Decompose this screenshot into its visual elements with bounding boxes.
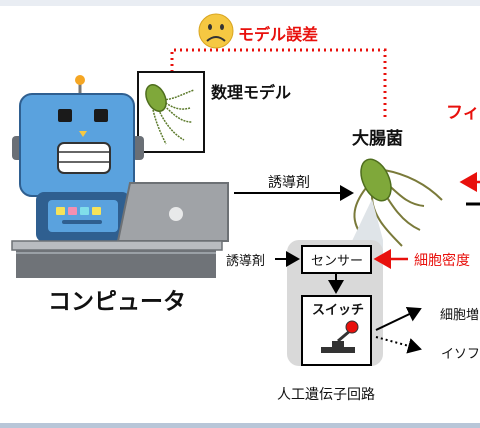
joystick-icon: [321, 320, 359, 353]
computer-label: コンピュータ: [48, 289, 186, 315]
math-model-label: 数理モデル: [211, 83, 292, 102]
inducer-top-label: 誘導剤: [268, 175, 310, 191]
ecoli-label: 大腸菌: [352, 129, 403, 149]
robot-computer-illustration: [12, 75, 144, 242]
sensor-box: [301, 245, 372, 274]
laptop-illustration: [11, 182, 229, 278]
sensor-label: センサー: [311, 254, 364, 269]
inducer-left-label: 誘導剤: [226, 254, 266, 269]
top-window-strip: [0, 0, 480, 6]
growth-output-arrow: [375, 306, 422, 331]
switch-label: スイッチ: [312, 303, 365, 318]
circuit-label: 人工遺伝子回路: [277, 387, 375, 403]
growth-label: 細胞増: [440, 308, 480, 323]
sad-face-icon: [198, 13, 234, 49]
iso-label: イソフ: [441, 347, 480, 362]
model-error-label: モデル誤差: [238, 25, 319, 44]
switch-box: [301, 295, 372, 366]
math-model-image: [137, 71, 205, 153]
feedback-label: フィ: [446, 103, 480, 123]
density-label: 細胞密度: [414, 253, 470, 269]
bottom-window-strip: [0, 423, 480, 428]
